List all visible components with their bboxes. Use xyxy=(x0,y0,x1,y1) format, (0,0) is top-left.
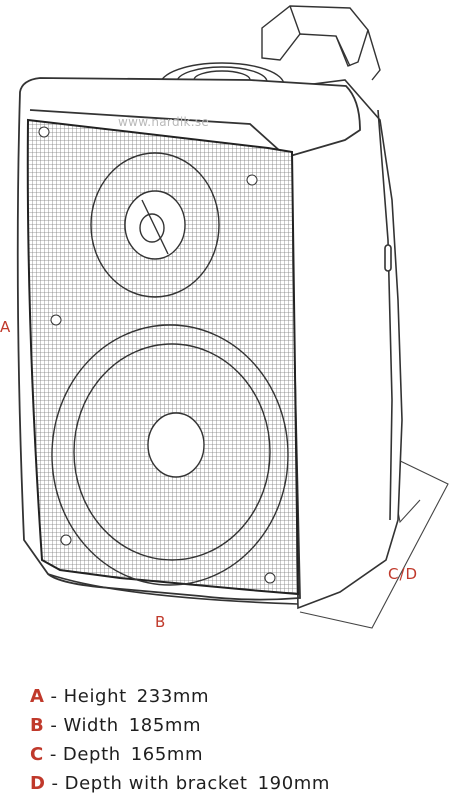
wall-bracket xyxy=(261,5,381,81)
legend-label: Depth with bracket xyxy=(64,773,248,794)
legend-key: A xyxy=(30,686,45,707)
legend-value: 233mm xyxy=(136,686,210,707)
legend-label: Height xyxy=(63,686,127,707)
dimension-letter-cd: C/D xyxy=(388,565,419,583)
legend-key: C xyxy=(30,744,44,765)
legend-value: 185mm xyxy=(128,715,202,736)
legend-label: Width xyxy=(63,715,119,736)
watermark-text: www.nardik.se xyxy=(118,115,210,129)
legend-label: Depth xyxy=(62,744,121,765)
dimension-letter-a: A xyxy=(0,318,12,336)
legend-value: 190mm xyxy=(257,773,331,794)
speaker-base-lip xyxy=(47,573,299,605)
speaker-grille xyxy=(26,118,300,596)
dimension-letter-b: B xyxy=(155,613,167,631)
woofer-driver xyxy=(51,324,289,586)
legend-key: B xyxy=(30,715,45,736)
legend-value: 165mm xyxy=(130,744,204,765)
tweeter-driver xyxy=(90,152,220,298)
legend-key: D xyxy=(30,773,46,794)
speaker-dimension-drawing xyxy=(16,5,449,629)
